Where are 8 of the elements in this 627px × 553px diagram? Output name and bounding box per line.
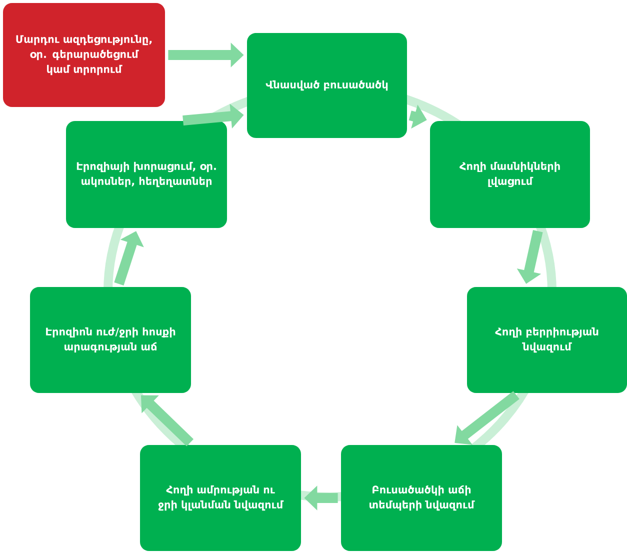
process-box: Հողի բերրիության նվազում xyxy=(467,287,627,393)
process-box: Էրոզիոն ուժ/ջրի հոսքի արագության աճ xyxy=(30,287,191,393)
process-box: Բուսածածկի աճի տեմպերի նվազում xyxy=(341,445,502,551)
process-box: Էրոզիայի խորացում, օր. ակոսներ, հեղեղատներ xyxy=(66,121,227,228)
process-box: Հողի մասնիկների լվացում xyxy=(430,121,590,228)
cause-box: Մարդու ազդեցությունը, օր. գերարածեցում կամ տրորում xyxy=(3,3,165,107)
process-box: Հողի ամրության ու ջրի կլանման նվազում xyxy=(140,445,301,551)
process-box: Վնասված բուսածածկ xyxy=(247,33,407,138)
